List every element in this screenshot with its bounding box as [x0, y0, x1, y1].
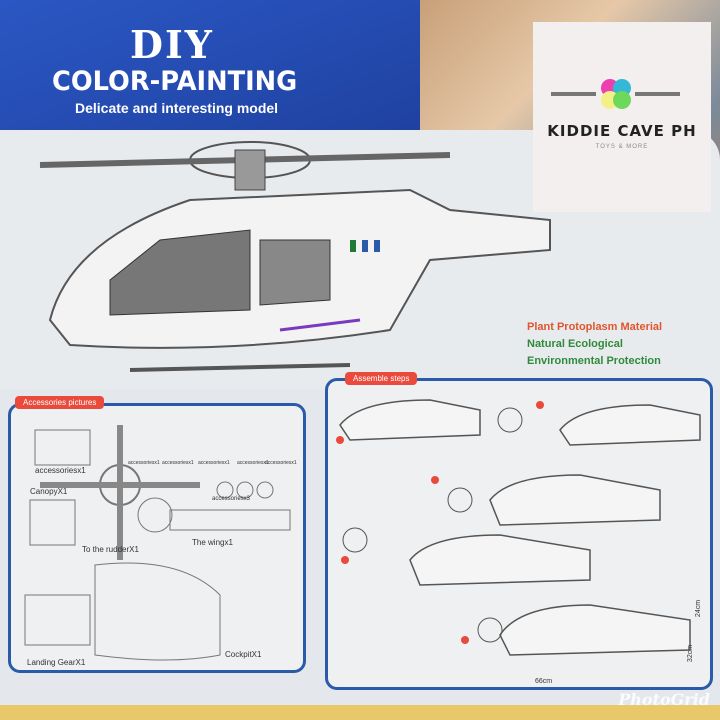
label-accessories: accessoriesx1: [128, 460, 160, 466]
label-rudder: To the rudderX1: [82, 545, 139, 554]
label-accessories: accessoriesx1: [198, 460, 230, 466]
helicopter-illustration: [39, 141, 551, 372]
subtitle: Delicate and interesting model: [75, 100, 279, 116]
label-accessories: accessoriesx1: [162, 460, 194, 466]
title-color-painting: COLOR-PAINTING: [52, 66, 298, 97]
assembly-diagram: [336, 399, 701, 656]
logo-divider: [635, 92, 680, 96]
label-wing: The wingx1: [192, 538, 233, 547]
dimension-depth: 32cm: [687, 644, 695, 663]
accessories-tag: Accessories pictures: [15, 396, 105, 409]
feature-2: Natural Ecological: [527, 338, 623, 350]
label-accessories-x3: accessoriesx3: [212, 496, 251, 502]
feature-1: Plant Protoplasm Material: [527, 321, 663, 333]
title-diy: DIY: [130, 22, 214, 67]
photogrid-watermark: PhotoGrid: [618, 690, 710, 709]
accessories-parts: [24, 425, 291, 661]
bottom-edge: [0, 705, 720, 720]
logo-name: KIDDIE CAVE PH: [547, 122, 697, 140]
label-accessories: accessoriesx1: [265, 460, 297, 466]
logo-tagline: TOYS & MORE: [595, 144, 649, 150]
dimension-height: 24cm: [695, 599, 703, 618]
label-accessories: accessoriesx1: [35, 466, 86, 475]
dimension-width: 66cm: [535, 678, 553, 685]
logo-divider: [551, 92, 596, 96]
kiddie-cave-logo: KIDDIE CAVE PH TOYS & MORE: [533, 22, 711, 212]
label-canopy: CanopyX1: [30, 487, 68, 496]
label-accessories: accessoriesx1: [237, 460, 269, 466]
puzzle-brain-icon: [601, 79, 631, 109]
feature-3: Environmental Protection: [527, 355, 661, 367]
product-box: DIY COLOR-PAINTING Delicate and interest…: [0, 0, 720, 705]
accessories-section: [8, 403, 306, 673]
assembly-tag: Assemble steps: [345, 372, 418, 385]
label-cockpit: CockpitX1: [225, 650, 262, 659]
label-landing-gear: Landing GearX1: [27, 658, 86, 667]
